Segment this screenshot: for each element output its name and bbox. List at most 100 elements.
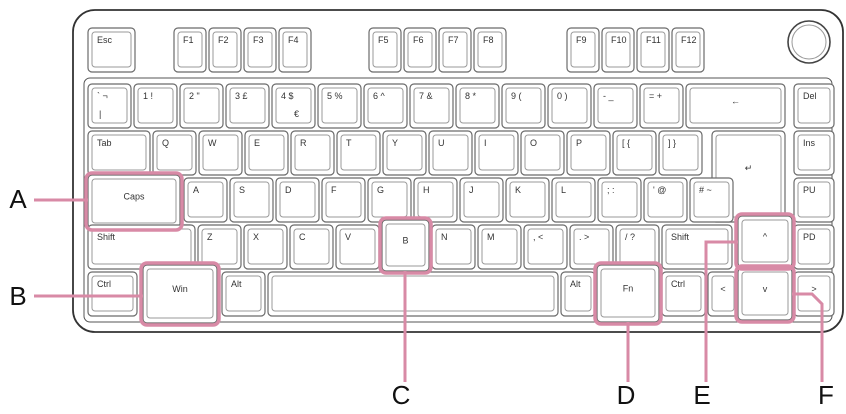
key-rshift-top (665, 228, 729, 265)
key-f3-label: F3 (253, 35, 264, 45)
key-f8-cap (473, 27, 507, 73)
key-equal: = + (639, 83, 684, 129)
key-pu: PU (793, 177, 835, 223)
key-fn-top (600, 268, 656, 318)
key-o: O (520, 130, 565, 176)
key-n-top (435, 228, 472, 265)
key-v-top (339, 228, 376, 265)
key-r-top (294, 134, 331, 171)
key-y: Y (382, 130, 427, 176)
key-e-label: E (254, 138, 260, 148)
key-space (267, 271, 559, 317)
key-m-label: M (487, 232, 495, 242)
key-w: W (198, 130, 243, 176)
key-k4-label: 4 $ (281, 91, 294, 101)
key-m-top (481, 228, 518, 265)
key-k1-label: 1 ! (143, 91, 153, 101)
key-win-cap (142, 264, 218, 324)
key-rbracket-top (662, 134, 699, 171)
key-l-top (555, 181, 592, 218)
key-f12: F12 (671, 27, 705, 73)
key-i: I (474, 130, 519, 176)
key-r-cap (290, 130, 335, 176)
key-enter-label: ↵ (745, 163, 753, 173)
key-quote: ' @ (643, 177, 688, 223)
key-f2-top (212, 31, 238, 68)
key-lctrl: Ctrl (87, 271, 138, 317)
key-semicolon-cap (597, 177, 642, 223)
key-semicolon-label: ; : (607, 185, 615, 195)
key-c-top (293, 228, 330, 265)
key-grave: ` ¬ (87, 83, 132, 129)
key-del-top (797, 87, 831, 124)
key-k5-cap (317, 83, 362, 129)
key-del: Del (793, 83, 835, 129)
key-k4-top (275, 87, 312, 124)
key-pu-top (797, 181, 831, 218)
key-h-cap (413, 177, 458, 223)
key-f4-label: F4 (288, 35, 299, 45)
key-semicolon: ; : (597, 177, 642, 223)
key-down-cap (737, 267, 793, 321)
callout-a-label: A (9, 184, 27, 214)
key-up: ^ (737, 215, 793, 268)
key-rctrl: Ctrl (661, 271, 706, 317)
key-t-top (340, 134, 377, 171)
key-rctrl-top (665, 275, 702, 312)
key-k7-label: 7 & (419, 91, 433, 101)
key-f11-label: F11 (646, 35, 661, 45)
key-t: T (336, 130, 381, 176)
key-f6-top (407, 31, 433, 68)
key-z-label: Z (207, 232, 213, 242)
key-q-cap (152, 130, 197, 176)
key-backspace-top (689, 87, 782, 124)
key-d-cap (275, 177, 320, 223)
key-hash-label: # ~ (699, 185, 712, 195)
key-z-top (201, 228, 238, 265)
key-rshift-cap (661, 224, 733, 270)
key-rbracket-cap (658, 130, 703, 176)
key-f4: F4 (278, 27, 312, 73)
key-f12-cap (671, 27, 705, 73)
key-up-cap (737, 215, 793, 268)
key-k9-label: 9 ( (511, 91, 522, 101)
key-k8-label: 8 * (465, 91, 477, 101)
callout-b-label: B (9, 281, 26, 311)
key-comma-label: , < (533, 232, 543, 242)
key-p: P (566, 130, 611, 176)
key-rbracket: ] } (658, 130, 703, 176)
key-k2-cap (179, 83, 224, 129)
key-grave-cap (87, 83, 132, 129)
key-k3-label: 3 £ (235, 91, 248, 101)
key-rbracket-label: ] } (668, 138, 676, 148)
key-k1-cap (133, 83, 178, 129)
key-f2-label: F2 (218, 35, 229, 45)
key-f8: F8 (473, 27, 507, 73)
key-f6-label: F6 (413, 35, 424, 45)
key-left: < (707, 271, 739, 317)
key-quote-label: ' @ (653, 185, 666, 195)
key-a-label: A (193, 185, 199, 195)
key-win-top (146, 268, 214, 319)
key-e-cap (244, 130, 289, 176)
key-up-top (741, 219, 789, 263)
key-l-label: L (561, 185, 566, 195)
key-k1: 1 ! (133, 83, 178, 129)
key-f1-cap (173, 27, 207, 73)
key-d: D (275, 177, 320, 223)
key-f7-top (442, 31, 468, 68)
key-lbracket: [ { (612, 130, 657, 176)
key-c: C (289, 224, 334, 270)
key-fn-label: Fn (623, 284, 634, 294)
key-x: X (243, 224, 288, 270)
key-o-label: O (530, 138, 537, 148)
key-k9: 9 ( (501, 83, 546, 129)
key-k0-top (551, 87, 588, 124)
key-rshift: Shift (661, 224, 733, 270)
key-f11-cap (636, 27, 670, 73)
key-g-label: G (377, 185, 384, 195)
key-esc-cap (87, 27, 136, 73)
key-n-cap (431, 224, 476, 270)
